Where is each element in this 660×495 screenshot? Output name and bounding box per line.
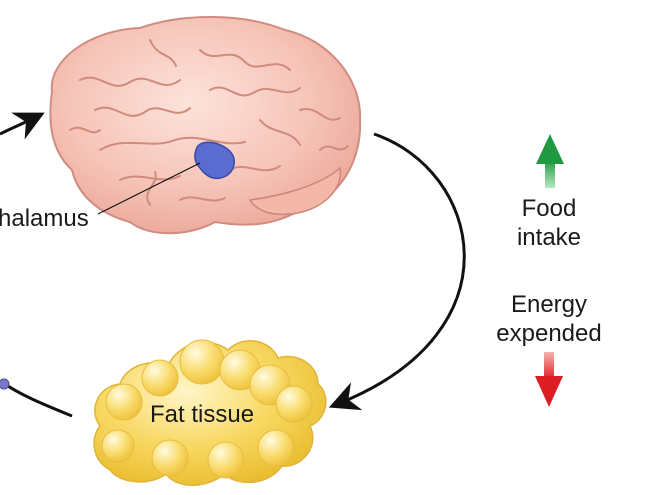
brain: [49, 16, 362, 235]
arrow-fat-to-brain-bottom: [1, 380, 73, 418]
energy-label: Energy: [511, 291, 587, 318]
hypothalamus-region: [194, 141, 235, 180]
expended-label: expended: [496, 320, 601, 347]
arrow-brain-to-fat: [328, 132, 466, 411]
hypothalamus-label: halamus: [0, 205, 89, 232]
leptin-molecule-icon: [0, 378, 10, 390]
food-label: Food: [522, 195, 577, 222]
intake-label: intake: [517, 224, 581, 251]
fat-tissue-label: Fat tissue: [150, 401, 254, 428]
food-intake-up-arrow-icon: [536, 134, 564, 188]
fat-cells: [101, 339, 313, 479]
hypothalamus-leader-line: [97, 162, 201, 215]
energy-expended-down-arrow-icon: [535, 352, 563, 407]
cerebellum: [248, 166, 342, 216]
brain-folds: [69, 39, 349, 206]
fat-tissue: [93, 339, 327, 486]
arrow-fat-to-brain-top: [0, 112, 45, 140]
